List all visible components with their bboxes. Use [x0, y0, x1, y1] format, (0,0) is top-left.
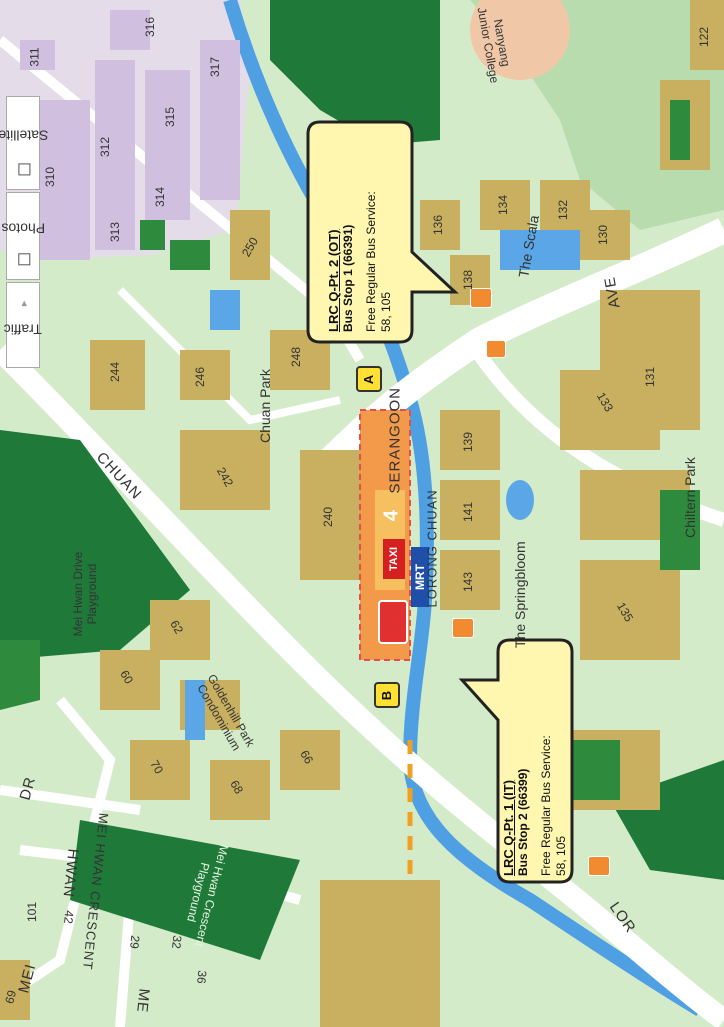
satellite-toggle[interactable]: Satellite — [0, 96, 48, 190]
building-314: 314 — [153, 186, 168, 208]
chevron-down-icon: ▾ — [21, 297, 28, 310]
map-controls: Satellite Photos Traffic ▾ — [0, 96, 48, 368]
building-122: 122 — [697, 26, 712, 48]
marker-a[interactable]: A — [356, 366, 382, 392]
building-316: 316 — [143, 16, 158, 38]
bus-stop-icon[interactable] — [588, 856, 610, 876]
building-248: 248 — [289, 346, 304, 368]
callout-lrc-ot[interactable]: LRC Q-Pt. 2 (OT) Bus Stop 1 (66391) Free… — [308, 122, 412, 342]
building-244: 244 — [108, 361, 123, 383]
callout-lrc-it[interactable]: LRC Q-Pt. 1 (IT) Bus Stop 2 (66399) Free… — [498, 640, 572, 882]
photos-label: Photos — [1, 220, 45, 237]
building-132: 132 — [556, 199, 571, 221]
callout-ot-services: 58, 105 — [379, 291, 393, 332]
station-name-label: LORONG CHUAN — [424, 489, 440, 608]
building-143: 143 — [461, 571, 476, 593]
building-312: 312 — [98, 136, 113, 158]
bus-stop-icon[interactable] — [486, 340, 506, 358]
nanyang-field — [270, 0, 440, 145]
bus-stop-icon[interactable] — [470, 288, 492, 308]
traffic-label: Traffic — [3, 321, 43, 338]
building-317: 317 — [208, 56, 223, 78]
building-310: 310 — [43, 166, 58, 188]
train-icon — [378, 600, 408, 644]
building-138: 138 — [461, 269, 476, 291]
place-chuan-park: Chuan Park — [257, 369, 273, 443]
building-29: 29 — [127, 934, 143, 950]
traffic-dropdown[interactable]: Traffic ▾ — [3, 282, 43, 368]
callout-it-title: LRC Q-Pt. 1 (IT) — [501, 779, 516, 876]
building-32: 32 — [169, 934, 185, 950]
line-number-label: 4 — [380, 509, 403, 522]
callout-ot-title: LRC Q-Pt. 2 (OT) — [326, 229, 341, 332]
mei-hwan-drive-playground — [0, 430, 190, 660]
bus-stop-icon[interactable] — [452, 618, 474, 638]
lorong-chuan-road — [0, 342, 724, 1027]
building-101: 101 — [25, 901, 40, 923]
mei-hwan-crescent-playground — [70, 820, 300, 960]
marker-b[interactable]: B — [374, 682, 400, 708]
callout-it-stop: Bus Stop 2 (66399) — [516, 768, 530, 876]
building-130: 130 — [596, 224, 611, 246]
satellite-checkbox[interactable] — [18, 163, 31, 176]
photos-toggle[interactable]: Photos — [1, 192, 45, 280]
building-240: 240 — [321, 506, 336, 528]
place-the-springbloom: The Springbloom — [512, 541, 528, 648]
callout-it-services: 58, 105 — [554, 835, 568, 876]
building-134: 134 — [496, 194, 511, 216]
building-311: 311 — [27, 47, 42, 67]
callout-it-service-label: Free Regular Bus Service: — [539, 735, 553, 876]
building-136: 136 — [431, 214, 446, 236]
building-141: 141 — [461, 501, 476, 523]
building-36: 36 — [194, 969, 210, 985]
place-chiltern-park: Chiltern Park — [682, 457, 698, 538]
place-mei-hwan-drive-playground: Mei Hwan Drive Playground — [71, 551, 99, 637]
building-315: 315 — [163, 106, 178, 128]
satellite-label: Satellite — [0, 127, 48, 144]
road-label-serangoon: SERANGOON — [386, 386, 404, 494]
photos-checkbox[interactable] — [18, 253, 31, 266]
callout-ot-stop: Bus Stop 1 (66391) — [341, 224, 355, 332]
building-313: 313 — [108, 221, 123, 243]
building-246: 246 — [193, 366, 208, 388]
building-139: 139 — [461, 431, 476, 453]
building-131: 131 — [643, 366, 658, 388]
taxi-label: TAXI — [383, 539, 405, 579]
callout-ot-service-label: Free Regular Bus Service: — [364, 191, 378, 332]
building-42: 42 — [61, 909, 77, 925]
